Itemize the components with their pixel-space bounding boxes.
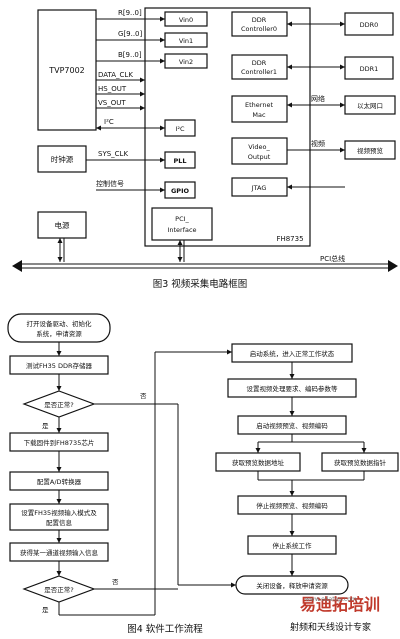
software-flowchart: 打开设备驱动、初始化 系统，申请资源 测试FH35 DDR存储器 是否正常? 是… bbox=[7, 313, 399, 635]
eth-port-label: 以太网口 bbox=[357, 101, 383, 110]
vout-label-2: Output bbox=[248, 153, 271, 161]
flow-d1-yes: 是 bbox=[42, 422, 49, 430]
flow-r3: 启动视频预览、视频编码 bbox=[256, 421, 328, 430]
vin0-label: Vin0 bbox=[179, 16, 193, 24]
watermark-sub: 射频和天线设计专家 bbox=[290, 621, 371, 633]
flow-end-close-device bbox=[235, 575, 349, 595]
signal-data-clk: DATA_CLK bbox=[98, 71, 133, 79]
pll-label: PLL bbox=[173, 157, 186, 165]
ddr0-label-2: Controller0 bbox=[241, 25, 277, 33]
flow-s6: 获得某一通道视频输入信息 bbox=[20, 548, 99, 557]
flow-d2: 是否正常? bbox=[44, 585, 73, 594]
flow-r5: 停止视频预览、视频编码 bbox=[256, 501, 328, 510]
flow-set-input-mode bbox=[9, 503, 109, 531]
flow-s2: 测试FH35 DDR存储器 bbox=[26, 361, 92, 370]
jtag-label: JTAG bbox=[251, 184, 267, 192]
tvp7002-label: TVP7002 bbox=[48, 66, 85, 75]
flow-r2: 设置视频处理要求、编码参数等 bbox=[247, 384, 339, 393]
eth-label-1: Ethernet bbox=[245, 101, 273, 109]
flow-s5-line2: 配置信息 bbox=[46, 518, 73, 527]
flow-s1-line1: 打开设备驱动、初始化 bbox=[27, 319, 93, 328]
flow-d1-no: 否 bbox=[140, 392, 147, 400]
i2c-block-label: I²C bbox=[175, 125, 185, 133]
watermark-main: 易迪拓培训 bbox=[300, 595, 380, 614]
fh8735-label: FH8735 bbox=[276, 235, 303, 243]
flow-s3: 下载固件到FH8735芯片 bbox=[24, 438, 95, 447]
flow-r7: 关闭设备，释放申请资源 bbox=[256, 581, 328, 590]
signal-hs-out: HS_OUT bbox=[98, 85, 127, 93]
flow-r4a: 获取预览数据地址 bbox=[232, 458, 285, 467]
vout-label-1: Video_ bbox=[248, 143, 270, 151]
flow-d2-yes: 是 bbox=[42, 606, 49, 614]
clock-source-block bbox=[37, 145, 87, 173]
pci-label-2: Interface bbox=[167, 226, 196, 234]
tvp7002-block bbox=[37, 9, 97, 131]
signal-vs-out: VS_OUT bbox=[98, 99, 126, 107]
clock-source-label: 时钟源 bbox=[51, 154, 74, 164]
video-output-block bbox=[231, 137, 288, 165]
pci-interface-block bbox=[151, 207, 213, 241]
signal-control: 控制信号 bbox=[96, 179, 124, 188]
ddr1-label-1: DDR bbox=[252, 59, 267, 67]
flow-r6: 停止系统工作 bbox=[273, 541, 313, 550]
gpio-label: GPIO bbox=[171, 187, 190, 195]
figure3-caption: 图3 视频采集电路框图 bbox=[153, 278, 248, 290]
ddr1-memory-block bbox=[344, 56, 394, 80]
flow-s4: 配置A/D转换器 bbox=[37, 477, 82, 486]
edge-video: 视频 bbox=[311, 139, 325, 148]
watermark-url: www.edatop.com bbox=[305, 596, 357, 603]
ddr1-ext-label: DDR1 bbox=[360, 65, 379, 73]
flow-r4b: 获取预览数据指针 bbox=[334, 458, 387, 467]
signal-g: G[9..0] bbox=[118, 30, 143, 38]
signal-i2c: I²C bbox=[104, 118, 114, 126]
figure4-caption: 图4 软件工作流程 bbox=[127, 623, 203, 635]
vin1-label: Vin1 bbox=[179, 37, 193, 45]
signal-r: R[9..0] bbox=[118, 9, 142, 17]
power-block bbox=[37, 211, 87, 239]
ddr0-ext-label: DDR0 bbox=[360, 21, 379, 29]
ddr0-label-1: DDR bbox=[252, 16, 267, 24]
ethernet-mac-block bbox=[231, 95, 288, 123]
power-label: 电源 bbox=[55, 220, 70, 230]
flow-r1: 启动系统，进入正常工作状态 bbox=[250, 349, 335, 358]
video-capture-block-diagram: TVP7002 FH8735 Vin0 Vin1 Vin2 I²C PLL GP… bbox=[12, 7, 398, 290]
flow-s5-line1: 设置FH35视频输入模式及 bbox=[21, 508, 97, 517]
ddr1-label-2: Controller1 bbox=[241, 68, 277, 76]
flow-d1: 是否正常? bbox=[44, 400, 73, 409]
flow-d2-no: 否 bbox=[112, 578, 119, 586]
vin2-label: Vin2 bbox=[179, 58, 193, 66]
flow-get-preview-ptr bbox=[321, 452, 399, 472]
flow-s1-line2: 系统，申请资源 bbox=[36, 329, 82, 338]
pci-bus-label: PCI总线 bbox=[320, 254, 345, 263]
preview-label: 视频预览 bbox=[357, 146, 384, 155]
ddr-controller1-block bbox=[231, 54, 288, 80]
edge-network: 网络 bbox=[311, 94, 325, 103]
eth-label-2: Mac bbox=[252, 111, 266, 119]
pci-label-1: PCI_ bbox=[175, 215, 189, 223]
signal-b: B[9..0] bbox=[118, 51, 142, 59]
signal-sys-clk: SYS_CLK bbox=[98, 150, 128, 158]
